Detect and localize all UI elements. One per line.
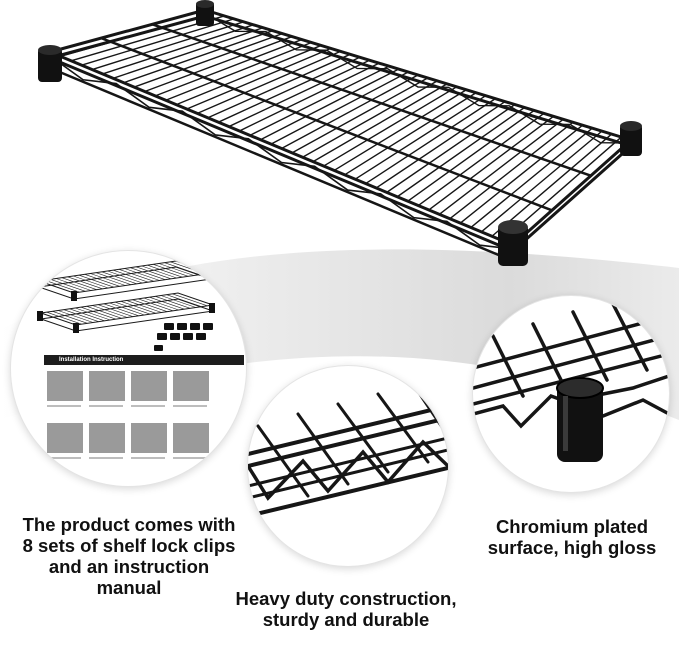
surface-detail-circle: [472, 295, 670, 493]
accessories-caption: The product comes with 8 sets of shelf l…: [22, 514, 236, 598]
wire-shelf-image: [38, 0, 642, 266]
surface-caption: Chromium plated surface, high gloss: [487, 516, 657, 558]
truss-closeup-image: [248, 382, 448, 518]
post-closeup-image: [473, 302, 669, 462]
package-contents-image: [35, 260, 244, 459]
accessories-detail-circle: Installation Instruction: [10, 250, 247, 487]
construction-detail-circle: [247, 365, 449, 567]
construction-caption: Heavy duty construction, sturdy and dura…: [235, 588, 457, 630]
manual-title: Installation Instruction: [59, 357, 124, 363]
